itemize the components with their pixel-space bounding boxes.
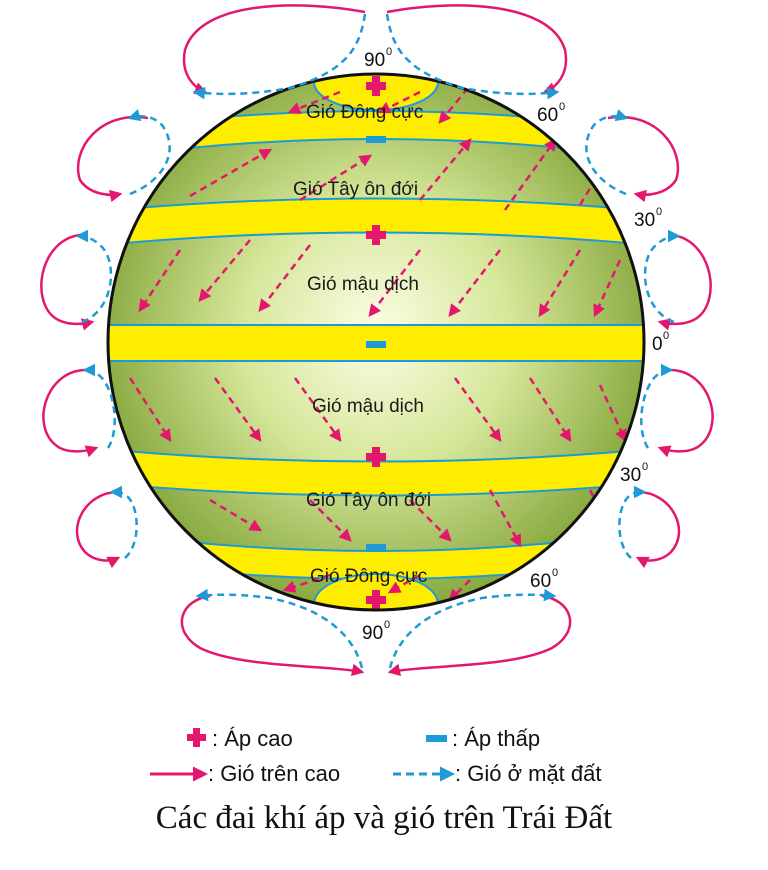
zone-label-trade-south: Gió mậu dịch <box>312 396 424 417</box>
lat-label-south-pole: 90 <box>362 623 383 644</box>
zone-label-polar-east-south: Gió Đông cực <box>310 566 427 587</box>
lat-label-north-30: 30 <box>634 210 655 231</box>
lat-label-equator: 0 <box>652 334 663 355</box>
lat-degree-north-30: 0 <box>656 206 662 218</box>
globe-outline <box>106 72 646 612</box>
zone-label-westerlies-north: Gió Tây ôn đới <box>293 179 418 200</box>
pressure-belts: Gió Đông cực Gió Tây ôn đới Gió mậu dịch… <box>108 74 644 610</box>
legend-surface-wind-label: : Gió ở mặt đất <box>455 761 601 786</box>
pressure-wind-diagram: Gió Đông cực Gió Tây ôn đới Gió mậu dịch… <box>40 4 714 676</box>
lat-label-north-60: 60 <box>537 105 558 126</box>
belt-30n <box>108 197 644 248</box>
high-pressure-marks <box>366 76 386 610</box>
zone-label-westerlies-south: Gió Tây ôn đới <box>306 490 431 511</box>
lat-degree-south-60: 0 <box>552 567 558 579</box>
lat-label-north-pole: 90 <box>364 50 385 71</box>
lat-degree-south-30: 0 <box>642 461 648 473</box>
legend-upper-wind-item: : Gió trên cao <box>150 761 340 786</box>
lat-label-south-60: 60 <box>530 571 551 592</box>
legend: : Áp cao : Áp thấp : Gió trên cao : Gió … <box>150 726 601 786</box>
belt-60s <box>108 528 644 580</box>
low-pressure-marks <box>366 136 386 551</box>
figure-caption: Các đai khí áp và gió trên Trái Đất <box>155 800 613 836</box>
surface-wind-return-arrows <box>75 13 681 669</box>
low-pressure-symbol <box>426 735 447 742</box>
legend-low-label: : Áp thấp <box>452 726 540 751</box>
legend-upper-wind-label: : Gió trên cao <box>208 761 340 786</box>
lat-degree-north-60: 0 <box>559 101 565 113</box>
belt-30s <box>108 446 644 497</box>
zone-label-trade-north: Gió mậu dịch <box>307 274 419 295</box>
legend-low-item: : Áp thấp <box>426 726 540 751</box>
legend-high-item: : Áp cao <box>187 726 293 751</box>
upper-wind-arrows <box>40 4 714 676</box>
legend-surface-wind-item: : Gió ở mặt đất <box>393 761 601 786</box>
lat-label-south-30: 30 <box>620 465 641 486</box>
surface-wind-arrows <box>128 87 627 602</box>
zone-label-polar-east-north: Gió Đông cực <box>306 102 423 123</box>
lat-degree-south-pole: 0 <box>384 619 390 631</box>
high-pressure-symbol <box>187 728 206 747</box>
lat-degree-north-pole: 0 <box>386 46 392 58</box>
legend-high-label: : Áp cao <box>212 726 293 751</box>
latitude-labels: 90 0 60 0 30 0 0 0 30 0 60 0 90 0 <box>362 46 669 644</box>
belt-60n <box>108 110 644 162</box>
lat-degree-equator: 0 <box>663 330 669 342</box>
